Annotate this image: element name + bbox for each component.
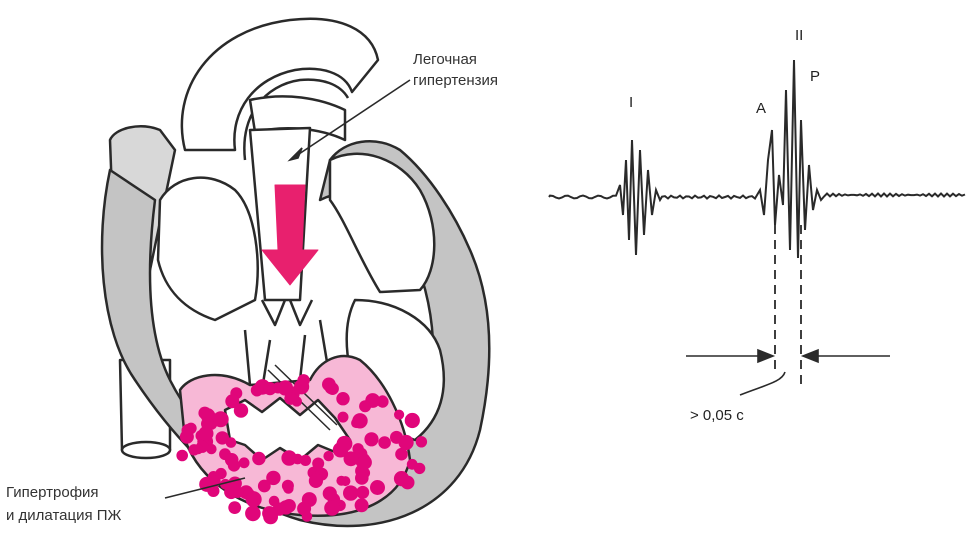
myocardium-dot: [226, 437, 237, 448]
myocardium-dot: [344, 451, 359, 466]
myocardium-dot: [343, 485, 358, 500]
myocardium-dot: [281, 450, 296, 465]
myocardium-dot: [228, 501, 241, 514]
myocardium-dot: [337, 436, 353, 452]
myocardium-dot: [258, 480, 271, 493]
pulmonary-hypertension-label-line2: гипертензия: [413, 72, 498, 89]
pulmonary-hypertension-label-line1: Легочная: [413, 51, 477, 68]
myocardium-dot: [297, 374, 309, 386]
myocardium-dot: [357, 455, 372, 470]
myocardium-dot: [269, 496, 280, 507]
myocardium-dot: [251, 384, 263, 396]
myocardium-dot: [284, 392, 297, 405]
myocardium-dot: [394, 410, 404, 420]
myocardium-dot: [297, 502, 311, 516]
myocardium-dot: [355, 498, 369, 512]
myocardium-dot: [201, 417, 214, 430]
myocardium-dot: [356, 486, 369, 499]
myocardium-dot: [312, 458, 324, 470]
right-atrium: [158, 178, 258, 320]
tone-I-label: I: [629, 94, 633, 111]
myocardium-dot: [176, 450, 188, 462]
myocardium-dot: [225, 394, 239, 408]
myocardium-dot: [262, 506, 277, 521]
myocardium-dot: [239, 457, 250, 468]
myocardium-dot: [182, 424, 195, 437]
myocardium-dot: [198, 407, 211, 420]
myocardium-dot: [263, 382, 276, 395]
ivc-opening: [122, 442, 170, 458]
interval-arrows: [686, 350, 890, 362]
phonocardiogram: I II A P > 0,05 с: [549, 27, 965, 424]
myocardium-dot: [326, 382, 339, 395]
heart-illustration: [102, 19, 489, 526]
rv-hypertrophy-label-line1: Гипертрофия: [6, 484, 99, 501]
myocardium-dot: [193, 444, 203, 454]
rv-hypertrophy-label-line2: и дилатация ПЖ: [6, 507, 122, 524]
myocardium-dot: [285, 500, 296, 511]
myocardium-dot: [213, 411, 229, 427]
myocardium-dot: [378, 436, 391, 449]
interval-pointer: [740, 372, 785, 395]
myocardium-dot: [225, 453, 239, 467]
myocardium-dot: [246, 491, 262, 507]
component-P-label: P: [810, 68, 820, 85]
myocardium-dot: [324, 500, 340, 516]
myocardium-dot: [355, 471, 369, 485]
component-A-label: A: [756, 100, 766, 117]
myocardium-dot: [414, 463, 425, 474]
interval-label: > 0,05 с: [690, 407, 744, 424]
myocardium-dot: [323, 486, 337, 500]
myocardium-dot: [394, 471, 409, 486]
tone-II-label: II: [795, 27, 803, 44]
myocardium-dot: [364, 432, 378, 446]
myocardium-dot: [399, 435, 414, 450]
myocardium-dot: [416, 436, 427, 447]
myocardium-dot: [283, 483, 293, 493]
pulmonary-valve-leaflets: [262, 300, 312, 325]
myocardium-dot: [338, 412, 349, 423]
myocardium-dot: [336, 476, 346, 486]
myocardium-dot: [351, 418, 361, 428]
myocardium-dot: [309, 474, 323, 488]
myocardium-dot: [405, 413, 420, 428]
myocardium-dot: [336, 392, 349, 405]
phonocardiogram-trace: [549, 60, 965, 258]
myocardium-dot: [215, 468, 226, 479]
myocardium-dot: [245, 506, 261, 522]
myocardium-dot: [300, 455, 311, 466]
myocardium-dot: [359, 400, 371, 412]
myocardium-dot: [370, 480, 385, 495]
myocardium-dot: [252, 452, 265, 465]
myocardium-dot: [323, 451, 333, 461]
